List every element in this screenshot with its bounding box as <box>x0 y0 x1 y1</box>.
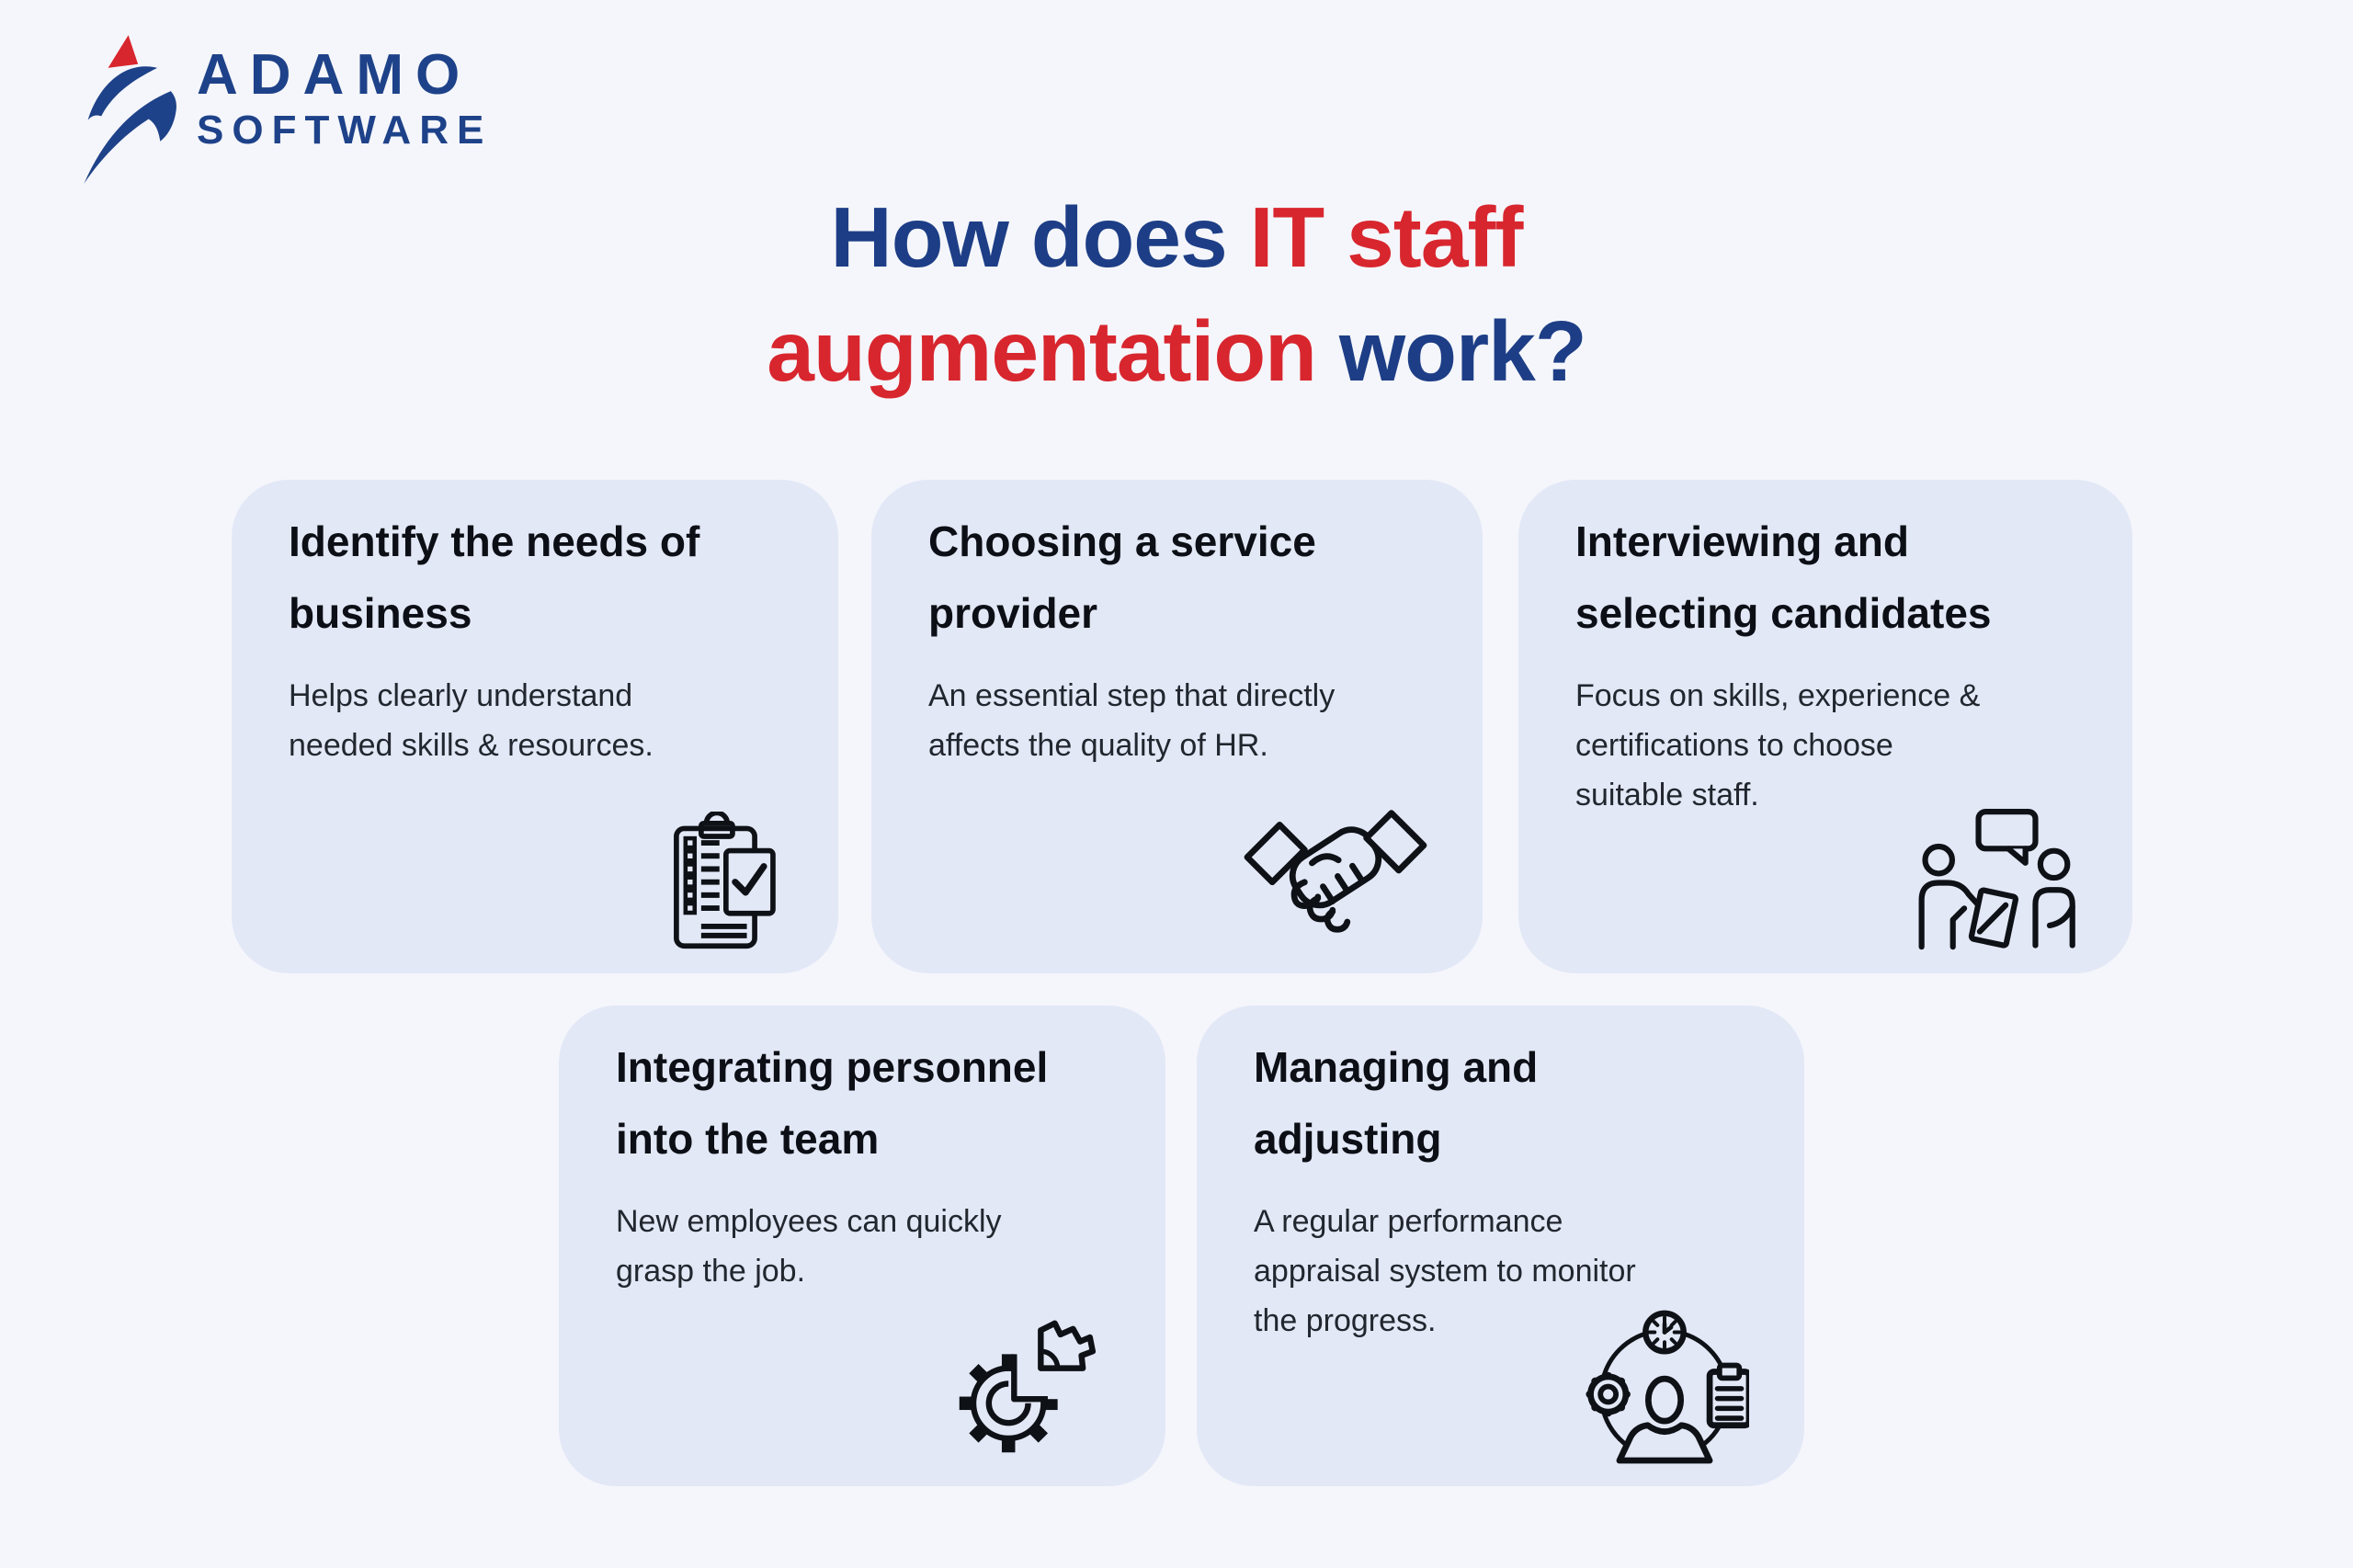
title-segment: How does <box>830 189 1250 285</box>
card-body-line: Focus on skills, experience & <box>1575 678 1981 713</box>
card-title-line: Interviewing and <box>1575 517 1909 565</box>
card-title-line: Identify the needs of <box>289 517 700 565</box>
title-line-1: How does IT staff <box>830 189 1524 285</box>
adamo-logo: ADAMO SOFTWARE <box>197 46 492 153</box>
card-body: Helps clearly understand needed skills &… <box>289 671 790 770</box>
card-body-line: A regular performance <box>1254 1204 1563 1239</box>
gear-integration-icon <box>959 1320 1097 1453</box>
card-body: New employees can quickly grasp the job. <box>616 1197 1118 1296</box>
card-body-line: grasp the job. <box>616 1254 806 1289</box>
card-title-line: provider <box>928 589 1098 637</box>
card-body-line: the progress. <box>1254 1303 1437 1338</box>
card-title-line: business <box>289 589 472 637</box>
page-title: How does IT staff augmentation work? <box>0 180 2353 408</box>
card-integrating-personnel: Integrating personnel into the team New … <box>559 1006 1165 1486</box>
card-body: An essential step that directly affects … <box>928 671 1435 770</box>
logo-subtitle: SOFTWARE <box>197 108 493 153</box>
card-choosing-provider: Choosing a service provider An essential… <box>871 480 1483 973</box>
card-body: A regular performance appraisal system t… <box>1254 1197 1756 1346</box>
handshake-icon <box>1244 810 1427 933</box>
card-title: Interviewing and selecting candidates <box>1575 506 2085 649</box>
card-body-line: Helps clearly understand <box>289 678 633 713</box>
card-body-line: An essential step that directly <box>928 678 1336 713</box>
interview-candidates-icon <box>1918 809 2075 950</box>
card-managing-adjusting: Managing and adjusting A regular perform… <box>1197 1006 1804 1486</box>
logo-upper-swoosh <box>87 66 158 120</box>
card-title: Managing and adjusting <box>1254 1031 1756 1175</box>
card-identify-needs: Identify the needs of business Helps cle… <box>232 480 838 973</box>
card-title: Identify the needs of business <box>289 506 790 649</box>
card-title-line: selecting candidates <box>1575 589 1992 637</box>
card-body-line: affects the quality of HR. <box>928 728 1268 763</box>
card-body-line: appraisal system to monitor <box>1254 1254 1636 1289</box>
card-body: Focus on skills, experience & certificat… <box>1575 671 2085 820</box>
title-segment: work? <box>1338 303 1587 399</box>
card-interviewing-selecting: Interviewing and selecting candidates Fo… <box>1518 480 2132 973</box>
card-body-line: suitable staff. <box>1575 778 1759 812</box>
card-title: Choosing a service provider <box>928 506 1435 649</box>
title-segment: augmentation <box>767 303 1339 399</box>
card-title-line: into the team <box>616 1115 880 1163</box>
logo-name: ADAMO <box>197 43 472 107</box>
card-title: Integrating personnel into the team <box>616 1031 1118 1175</box>
adamo-logo-mark-icon <box>84 35 176 184</box>
title-segment: IT staff <box>1249 189 1524 285</box>
card-body-line: New employees can quickly <box>616 1204 1002 1239</box>
card-title-line: Choosing a service <box>928 517 1316 565</box>
card-body-line: needed skills & resources. <box>289 728 654 763</box>
logo-red-triangle <box>108 35 139 68</box>
card-title-line: Integrating personnel <box>616 1043 1049 1091</box>
logo-lower-swoosh <box>84 91 176 184</box>
card-title-line: adjusting <box>1254 1115 1442 1163</box>
clipboard-checklist-icon <box>674 811 776 949</box>
performance-monitoring-icon <box>1586 1310 1749 1464</box>
title-line-2: augmentation work? <box>767 303 1586 399</box>
card-body-line: certifications to choose <box>1575 728 1893 763</box>
card-title-line: Managing and <box>1254 1043 1539 1091</box>
